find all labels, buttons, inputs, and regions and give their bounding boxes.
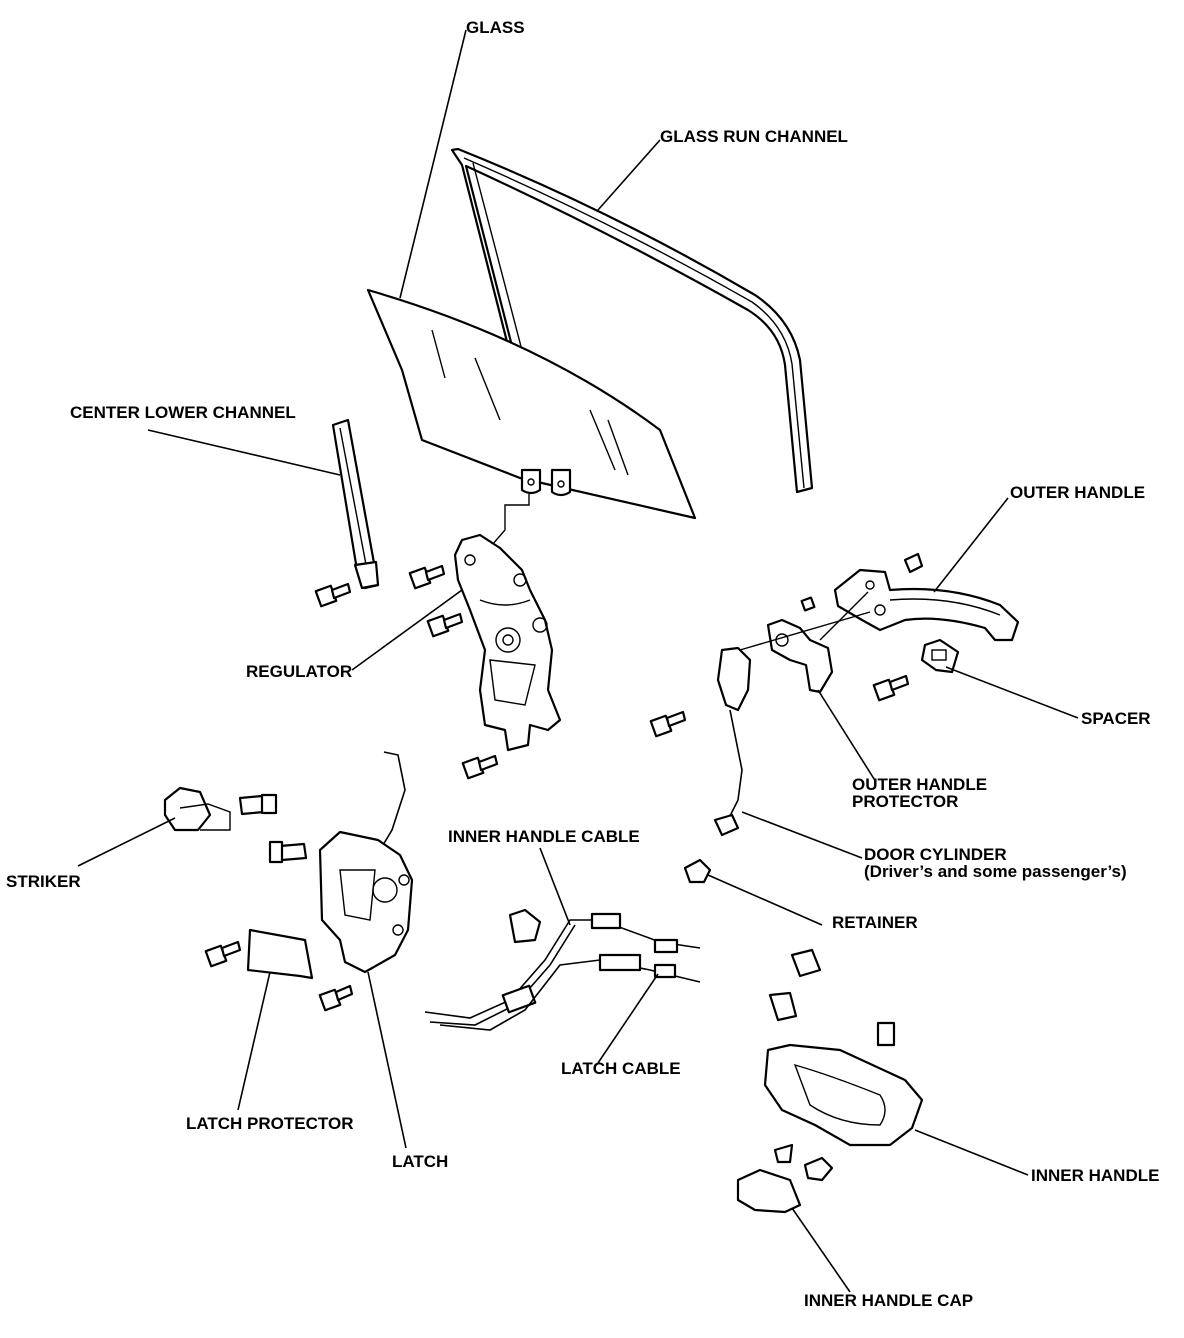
retainer xyxy=(683,858,712,884)
clip-icon xyxy=(876,1021,896,1047)
bolt-icon xyxy=(800,596,816,612)
label-regulator: REGULATOR xyxy=(246,662,353,681)
spacer xyxy=(920,638,960,674)
clip-icon xyxy=(768,991,798,1022)
bolt-icon xyxy=(238,793,278,816)
door-cylinder xyxy=(713,646,752,837)
clip-icon xyxy=(790,948,822,978)
latch-rod xyxy=(382,751,406,846)
clip-icon xyxy=(903,552,924,574)
label-latch: LATCH xyxy=(392,1152,449,1171)
bolt-icon xyxy=(408,564,446,590)
label-door-cylinder-line1: DOOR CYLINDER xyxy=(864,845,1007,864)
latch-cable xyxy=(439,953,701,1031)
label-center-lower-channel: CENTER LOWER CHANNEL xyxy=(70,403,296,422)
label-glass-run-channel: GLASS RUN CHANNEL xyxy=(660,127,848,146)
glass-pane xyxy=(366,288,697,520)
label-outer-handle-protector-line2: PROTECTOR xyxy=(852,792,959,811)
bolt-icon xyxy=(318,984,354,1012)
outer-handle-protector xyxy=(766,618,834,694)
latch xyxy=(318,830,414,974)
bolt-icon xyxy=(872,674,910,702)
bolt-icon xyxy=(649,710,687,738)
label-inner-handle-cable: INNER HANDLE CABLE xyxy=(448,827,640,846)
label-outer-handle: OUTER HANDLE xyxy=(1010,483,1146,502)
bolt-icon xyxy=(204,940,242,968)
outer-handle xyxy=(833,568,1020,642)
label-outer-handle-protector-line1: OUTER HANDLE xyxy=(852,775,988,794)
inner-handle xyxy=(763,1043,924,1147)
label-spacer: SPACER xyxy=(1081,709,1151,728)
label-latch-cable: LATCH CABLE xyxy=(561,1059,681,1078)
label-latch-protector: LATCH PROTECTOR xyxy=(186,1114,354,1133)
leader-lines xyxy=(77,29,1079,1293)
striker xyxy=(163,786,231,832)
bolt-icon xyxy=(314,582,352,608)
label-door-cylinder-line2: (Driver’s and some passenger’s) xyxy=(864,862,1127,881)
inner-handle-cable xyxy=(424,912,701,1026)
label-retainer: RETAINER xyxy=(832,913,918,932)
center-lower-channel xyxy=(331,418,380,590)
inner-handle-cap xyxy=(736,1168,802,1214)
clip-icon xyxy=(508,908,542,944)
screw-icon xyxy=(773,1143,794,1164)
regulator xyxy=(453,494,562,752)
latch-protector xyxy=(246,928,314,980)
bolt-icon xyxy=(426,612,464,638)
label-inner-handle: INNER HANDLE xyxy=(1031,1166,1160,1185)
bolt-icon xyxy=(268,840,308,864)
label-glass: GLASS xyxy=(466,18,525,37)
label-inner-handle-cap: INNER HANDLE CAP xyxy=(804,1291,974,1310)
screw-icon xyxy=(803,1156,834,1182)
label-striker: STRIKER xyxy=(6,872,81,891)
bolt-icon xyxy=(461,754,499,780)
